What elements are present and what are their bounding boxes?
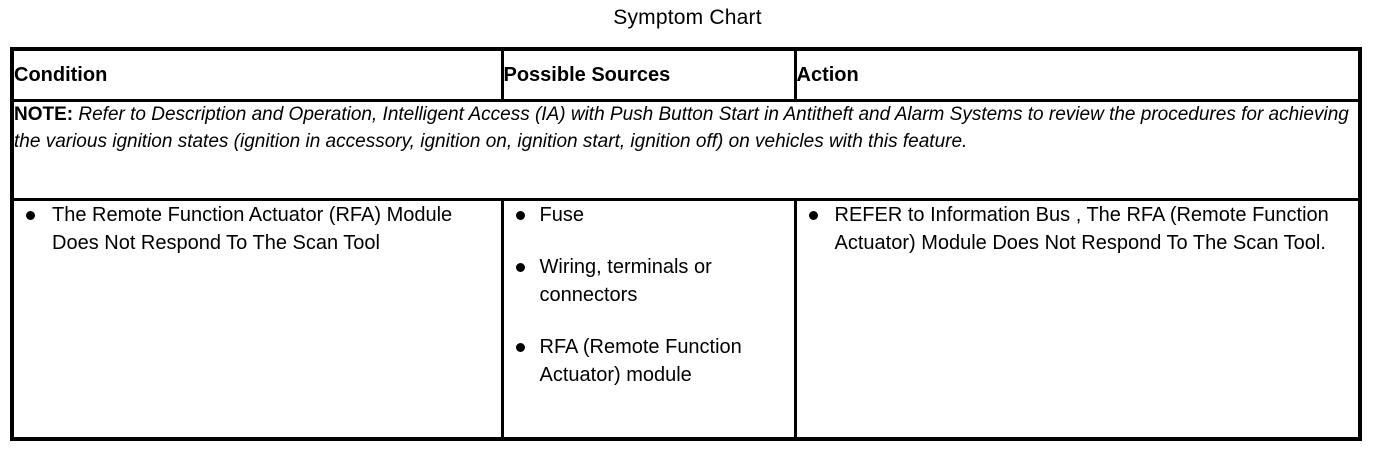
note-text: NOTE: Refer to Description and Operation… [14, 102, 1358, 155]
column-header-condition: Condition [10, 47, 504, 102]
condition-list: The Remote Function Actuator (RFA) Modul… [14, 201, 501, 257]
page-title: Symptom Chart [613, 6, 762, 29]
list-item: Wiring, terminals or connectors [504, 253, 794, 309]
cell-action: REFER to Information Bus , The RFA (Remo… [793, 198, 1362, 441]
list-item: The Remote Function Actuator (RFA) Modul… [14, 201, 501, 257]
possible-sources-list: Fuse Wiring, terminals or connectors RFA… [504, 201, 794, 389]
symptom-chart-table: Condition Possible Sources Action NOTE: … [10, 47, 1362, 441]
note-cell: NOTE: Refer to Description and Operation… [10, 99, 1362, 201]
column-header-possible-sources: Possible Sources [500, 47, 797, 102]
table-row: The Remote Function Actuator (RFA) Modul… [10, 198, 1362, 441]
action-list: REFER to Information Bus , The RFA (Remo… [797, 201, 1359, 257]
list-item: RFA (Remote Function Actuator) module [504, 333, 794, 389]
list-item: Fuse [504, 201, 794, 229]
column-header-action: Action [793, 47, 1362, 102]
list-item: REFER to Information Bus , The RFA (Remo… [797, 201, 1359, 257]
table-note-row: NOTE: Refer to Description and Operation… [10, 99, 1362, 201]
cell-condition: The Remote Function Actuator (RFA) Modul… [10, 198, 504, 441]
cell-possible-sources: Fuse Wiring, terminals or connectors RFA… [500, 198, 797, 441]
table-header-row: Condition Possible Sources Action [10, 47, 1362, 102]
note-body: Refer to Description and Operation, Inte… [14, 104, 1349, 152]
note-label: NOTE: [14, 104, 74, 125]
